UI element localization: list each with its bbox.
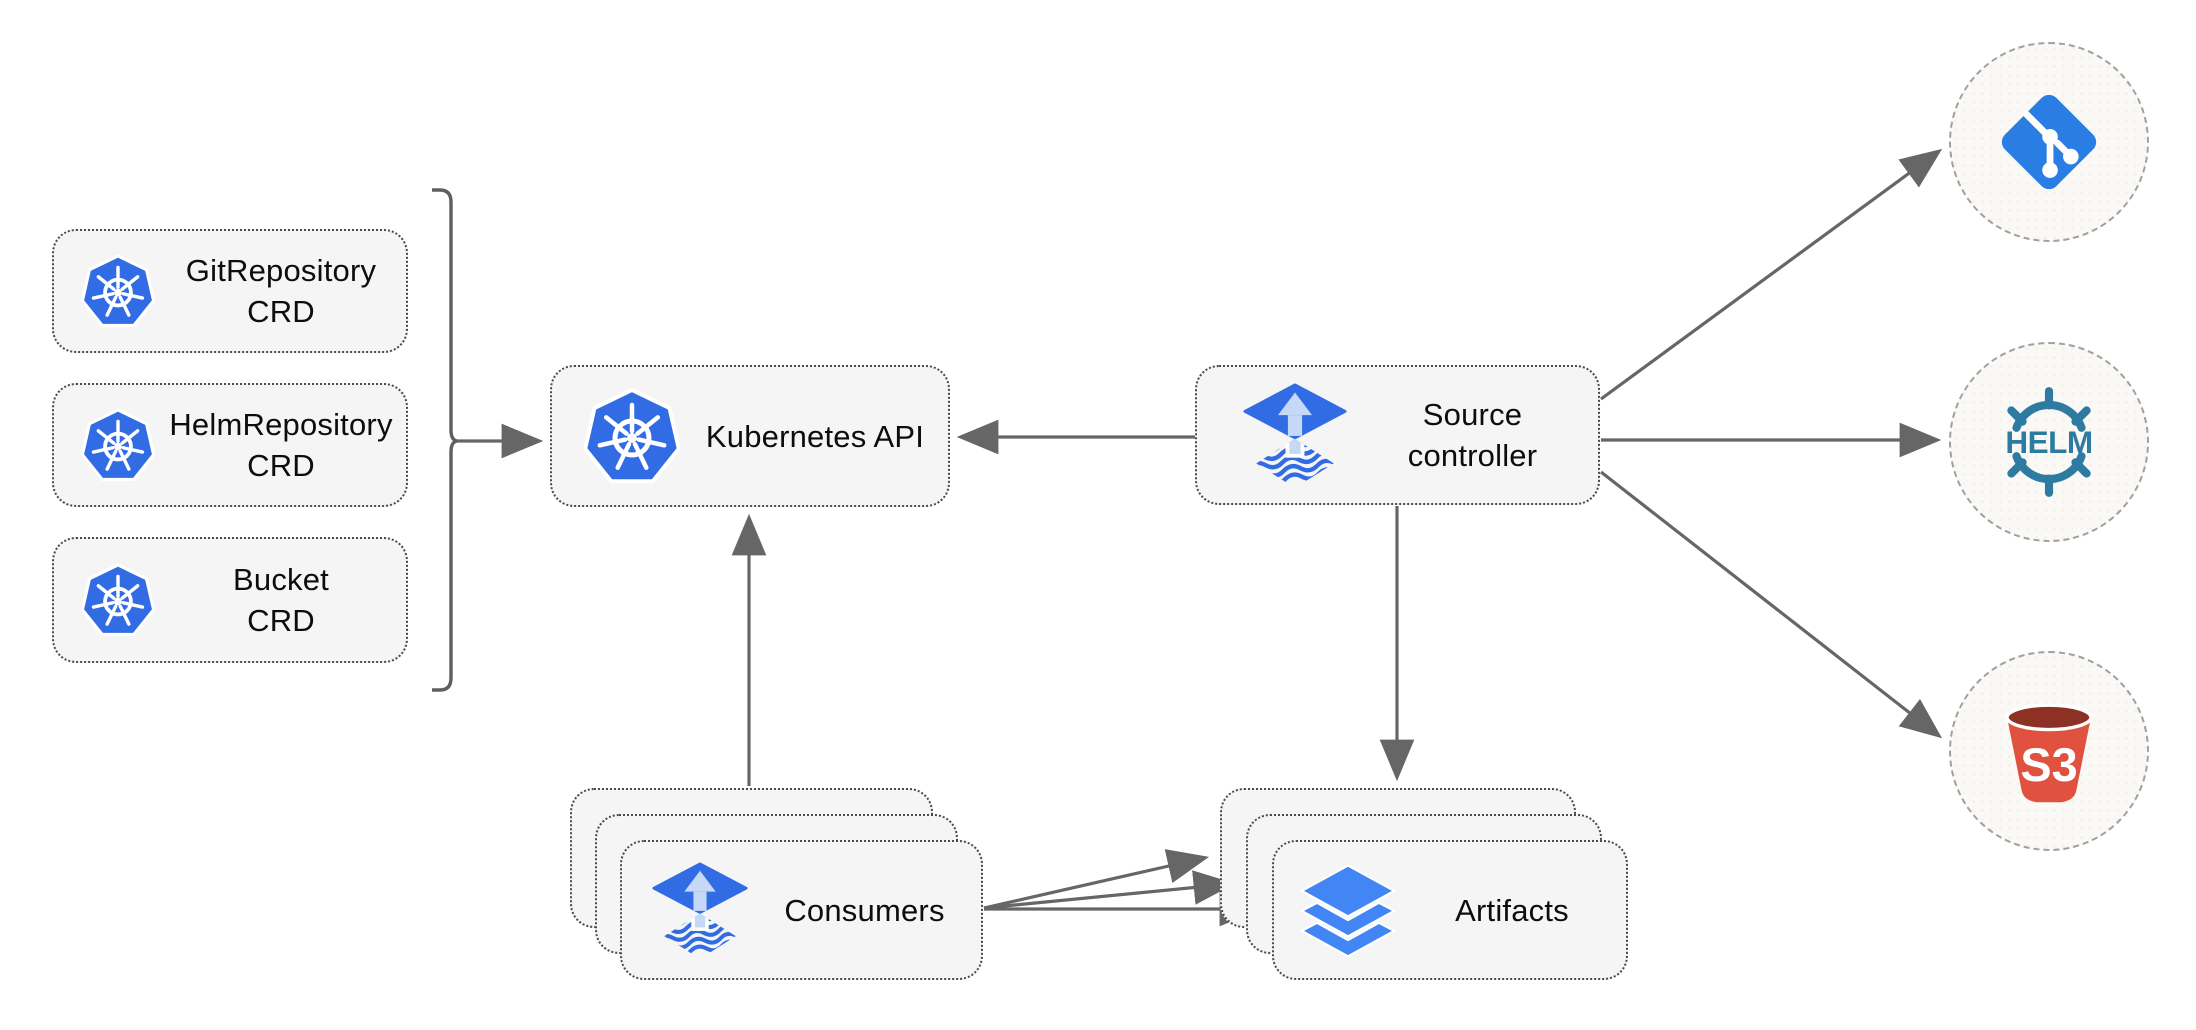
kubernetes-api-label: Kubernetes API — [705, 418, 925, 454]
gitrepository-crd-label: GitRepository CRD — [156, 250, 406, 332]
kubernetes-api-node: Kubernetes API — [550, 365, 950, 507]
artifacts-node: Artifacts — [1272, 840, 1628, 980]
layers-icon — [1298, 860, 1398, 960]
helm-repository-node: HELM — [1949, 342, 2149, 542]
arrow-consumers-to-artifacts-1 — [983, 849, 1210, 910]
s3-wordmark: S3 — [2020, 739, 2077, 791]
helm-icon: HELM — [1988, 381, 2110, 503]
source-controller-label-line1: Source — [1422, 397, 1523, 432]
helmrepository-crd-label: HelmRepository CRD — [156, 404, 406, 486]
helmrepository-crd-label-line2: CRD — [247, 448, 315, 483]
gitrepository-crd-label-line2: CRD — [247, 294, 315, 329]
source-controller-label: Source controller — [1347, 394, 1598, 476]
git-repository-node — [1949, 42, 2149, 242]
consumers-label: Consumers — [784, 892, 945, 928]
bucket-crd-label-line2: CRD — [247, 603, 315, 638]
s3-icon: S3 — [1995, 690, 2103, 812]
arrow-source-controller-to-git — [1600, 148, 1943, 401]
gitrepository-crd-label-line1: GitRepository — [185, 253, 377, 288]
arrow-consumers-to-artifacts-2 — [983, 870, 1236, 910]
kubernetes-icon — [80, 407, 156, 483]
arrow-source-controller-to-s3 — [1600, 470, 1943, 739]
gitrepository-crd-node: GitRepository CRD — [52, 229, 408, 353]
bucket-crd-label: Bucket CRD — [156, 559, 406, 641]
kubernetes-icon — [80, 562, 156, 638]
bucket-crd-label-line1: Bucket — [233, 562, 329, 597]
source-controller-node: Source controller — [1195, 365, 1600, 505]
bucket-crd-node: Bucket CRD — [52, 537, 408, 663]
source-controller-label-line2: controller — [1407, 438, 1538, 473]
helm-wordmark: HELM — [2005, 424, 2092, 460]
flux-icon — [1243, 383, 1347, 487]
crd-group-bracket — [432, 188, 458, 692]
kubernetes-icon — [582, 386, 682, 486]
helmrepository-crd-node: HelmRepository CRD — [52, 383, 408, 507]
s3-bucket-node: S3 — [1949, 651, 2149, 851]
kubernetes-icon — [80, 253, 156, 329]
helmrepository-crd-label-line1: HelmRepository — [169, 407, 393, 442]
artifacts-label: Artifacts — [1455, 892, 1569, 928]
git-icon — [1997, 90, 2101, 194]
consumers-node: Consumers — [620, 840, 983, 980]
flux-icon — [652, 862, 748, 958]
